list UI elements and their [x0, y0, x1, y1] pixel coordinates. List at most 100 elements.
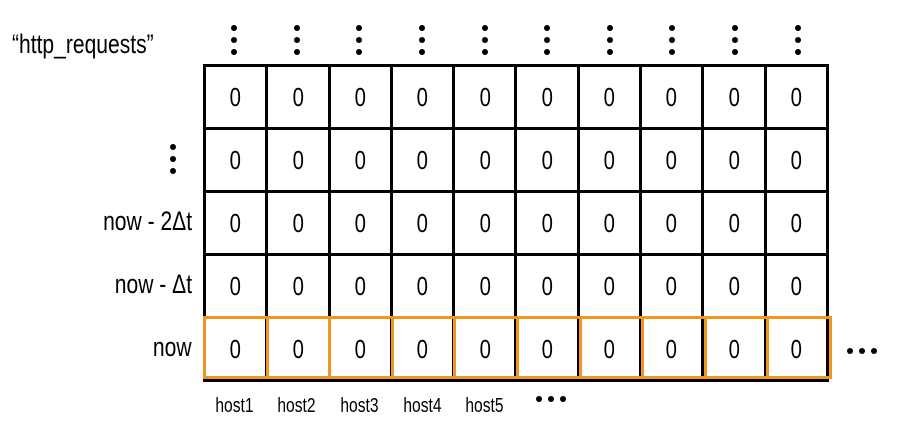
column-ellipsis [579, 20, 642, 60]
grid-cell: 0 [330, 193, 393, 256]
grid-cell: 0 [579, 319, 643, 382]
top-vertical-ellipses [203, 20, 829, 60]
cell-value: 0 [479, 270, 491, 301]
host-label: host3 [328, 394, 391, 418]
cell-value: 0 [728, 333, 740, 364]
cell-value: 0 [229, 270, 242, 301]
cell-value: 0 [416, 207, 429, 238]
grid-cell: 0 [268, 256, 331, 319]
grid-cell: 0 [268, 67, 331, 130]
ellipsis-dot [847, 348, 853, 354]
cell-value: 0 [728, 207, 740, 238]
row-label-text: now - 2Δt [103, 206, 192, 236]
row-label [0, 64, 192, 127]
host-label-text: host3 [340, 395, 379, 417]
cell-value: 0 [541, 144, 553, 175]
column-ellipsis [516, 20, 579, 60]
cell-value: 0 [666, 270, 678, 301]
row-label [0, 127, 192, 190]
ellipsis-dot [231, 37, 238, 43]
cell-value: 0 [292, 207, 304, 238]
ellipsis-dot [669, 49, 676, 55]
cell-value: 0 [292, 270, 304, 301]
grid-cell: 0 [579, 256, 643, 319]
cell-value: 0 [229, 144, 242, 175]
cell-value: 0 [666, 81, 678, 112]
ellipsis-dot [606, 25, 613, 31]
cell-value: 0 [603, 333, 616, 364]
grid-cell: 0 [704, 67, 767, 130]
ellipsis-dot [356, 49, 363, 55]
ellipsis-dot [481, 49, 488, 55]
grid-cell: 0 [392, 319, 456, 382]
grid-cell: 0 [330, 130, 393, 193]
column-ellipsis [203, 20, 266, 60]
cell-value: 0 [354, 333, 366, 364]
ellipsis-dot [170, 143, 176, 150]
ellipsis-dot [794, 49, 801, 55]
ellipsis-dot [293, 37, 300, 43]
metric-name-text: “http_requests” [12, 29, 154, 59]
bottom-horizontal-ellipsis [536, 396, 566, 402]
cell-value: 0 [541, 81, 553, 112]
metric-name: “http_requests” [12, 22, 194, 66]
time-row-labels: now - 2Δt now - Δt now [0, 64, 192, 379]
grid-cell: 0 [766, 193, 829, 256]
host-label: host4 [391, 394, 454, 418]
ellipsis-dot [481, 37, 488, 43]
grid-cell: 0 [766, 319, 829, 382]
ellipsis-dot [293, 25, 300, 31]
cell-value: 0 [603, 207, 616, 238]
grid-cell: 0 [766, 256, 829, 319]
vertical-ellipsis-icon [170, 143, 176, 174]
grid-cell: 0 [517, 130, 580, 193]
cell-value: 0 [728, 144, 740, 175]
ellipsis-dot [871, 348, 877, 354]
cell-value: 0 [728, 81, 740, 112]
ellipsis-dot [732, 49, 739, 55]
ellipsis-dot [548, 396, 554, 402]
column-ellipsis [641, 20, 704, 60]
grid-cell: 0 [704, 256, 767, 319]
row-label-text: now - Δt [114, 269, 192, 299]
row-label-text: now [153, 332, 192, 362]
ellipsis-dot [544, 25, 551, 31]
grid-cell: 0 [517, 193, 580, 256]
ellipsis-dot [170, 155, 176, 162]
grid-cell: 0 [330, 256, 393, 319]
host-label-text: host1 [215, 395, 254, 417]
column-ellipsis [328, 20, 391, 60]
grid-cell: 0 [517, 67, 580, 130]
grid-cell: 0 [642, 319, 705, 382]
grid-cell: 0 [704, 319, 767, 382]
cell-value: 0 [292, 333, 304, 364]
grid-cell: 0 [330, 67, 393, 130]
grid-cell: 0 [392, 256, 456, 319]
host-label: host1 [203, 394, 266, 418]
grid-cell: 0 [579, 130, 643, 193]
grid-cell: 0 [206, 319, 269, 382]
right-horizontal-ellipsis [847, 348, 877, 354]
cell-value: 0 [603, 270, 616, 301]
cell-value: 0 [229, 207, 242, 238]
cell-value: 0 [416, 270, 429, 301]
host-label-text: host4 [402, 395, 442, 417]
ellipsis-dot [419, 49, 426, 55]
grid-cell: 0 [642, 67, 705, 130]
ellipsis-dot [293, 49, 300, 55]
column-ellipsis [453, 20, 516, 60]
cell-value: 0 [292, 144, 304, 175]
cell-value: 0 [292, 81, 304, 112]
grid-cell: 0 [766, 130, 829, 193]
grid-cell: 0 [392, 130, 456, 193]
grid-cell: 0 [268, 130, 331, 193]
grid-cell: 0 [642, 130, 705, 193]
ellipsis-dot [560, 396, 566, 402]
cell-value: 0 [416, 81, 429, 112]
cell-value: 0 [790, 333, 802, 364]
